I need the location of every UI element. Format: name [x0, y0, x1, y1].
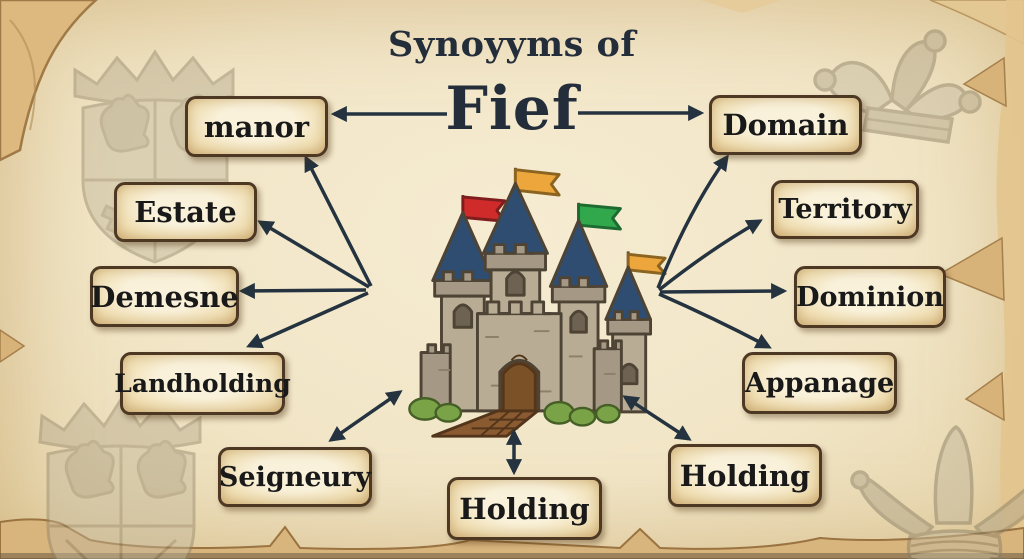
synonym-box-holding-bottom: Holding — [447, 477, 602, 540]
synonym-box-estate: Estate — [114, 182, 257, 242]
heraldic-shield-icon — [38, 395, 202, 559]
arrow-hub-to-manor — [304, 155, 373, 287]
title-word: Fief — [445, 74, 579, 144]
synonym-label: Holding — [459, 491, 590, 526]
synonym-box-appanage: Appanage — [742, 352, 897, 414]
title-subtitle: Synoyyms of — [388, 24, 636, 65]
synonym-box-seigneury: Seigneury — [218, 447, 372, 507]
arrow-hub-to-territory — [657, 219, 763, 292]
synonym-label: Dominion — [796, 281, 944, 313]
arrow-hub-to-estate — [257, 220, 370, 289]
arrow-hub-to-domain — [656, 154, 729, 289]
synonym-box-domain: Domain — [709, 95, 862, 155]
synonym-label: Demesne — [90, 279, 239, 314]
synonym-label: Territory — [778, 194, 912, 225]
synonym-box-territory: Territory — [771, 180, 919, 239]
arrow-hub-to-landholding — [246, 291, 369, 349]
synonym-label: Appanage — [744, 367, 895, 399]
bush-icons — [408, 397, 621, 427]
arrow-hub-to-dominion — [659, 283, 788, 300]
castle-keep — [438, 300, 616, 413]
synonym-label: Domain — [722, 108, 849, 142]
jester-hat-icon — [813, 29, 982, 144]
synonym-label: Estate — [134, 195, 237, 229]
synonym-box-manor: manor — [185, 96, 328, 157]
synonym-box-holding-right: Holding — [668, 444, 822, 507]
jester-hat-icon — [850, 425, 1024, 559]
arrow-castle-to-holding-right — [622, 395, 692, 441]
arrow-castle-to-seigneury — [328, 390, 403, 442]
arrow-hub-to-demesne — [238, 282, 367, 299]
synonym-box-landholding: Landholding — [114, 352, 291, 415]
synonym-box-demesne: Demesne — [90, 266, 239, 327]
arrow-hub-to-appanage — [658, 292, 772, 349]
synonym-label: Holding — [679, 458, 811, 493]
castle-illustration — [408, 167, 667, 438]
synonym-label: Landholding — [114, 369, 291, 398]
synonym-label: manor — [203, 109, 310, 144]
synonym-box-dominion: Dominion — [794, 266, 946, 328]
synonym-label: Seigneury — [218, 461, 372, 493]
